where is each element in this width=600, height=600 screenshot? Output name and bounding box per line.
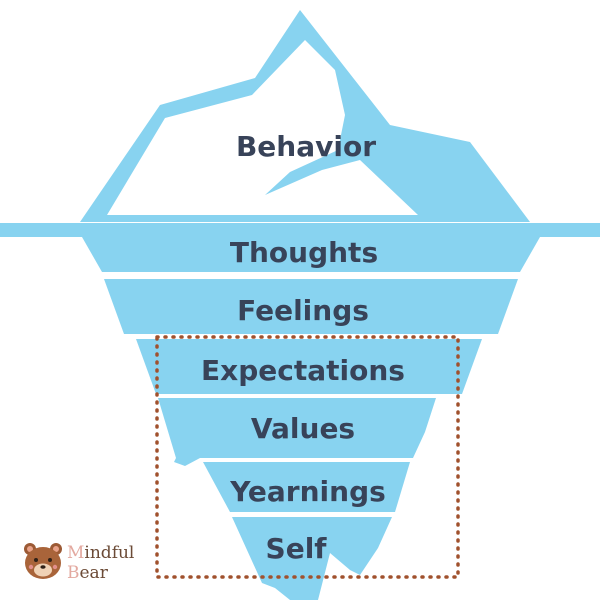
band-feelings xyxy=(104,279,518,334)
bear-face-icon xyxy=(24,543,62,579)
label-self: Self xyxy=(266,532,328,565)
band-expectations xyxy=(136,339,482,394)
highlight-box xyxy=(155,335,460,579)
band-values xyxy=(158,398,458,458)
brand-logo: Mindful Bear xyxy=(24,543,134,583)
label-thoughts: Thoughts xyxy=(230,236,378,269)
band-values-tip xyxy=(174,458,200,466)
label-feelings: Feelings xyxy=(237,294,369,327)
band-yearnings xyxy=(203,462,410,512)
label-values: Values xyxy=(251,412,355,445)
iceberg-snow xyxy=(107,40,418,215)
label-behavior: Behavior xyxy=(236,130,376,163)
brand-line-1: Mindful xyxy=(67,543,134,563)
label-yearnings: Yearnings xyxy=(229,475,386,508)
brand-line-2: Bear xyxy=(67,563,109,583)
band-self xyxy=(232,517,392,600)
waterline xyxy=(0,223,600,237)
label-expectations: Expectations xyxy=(201,354,405,387)
band-thoughts xyxy=(82,237,540,272)
